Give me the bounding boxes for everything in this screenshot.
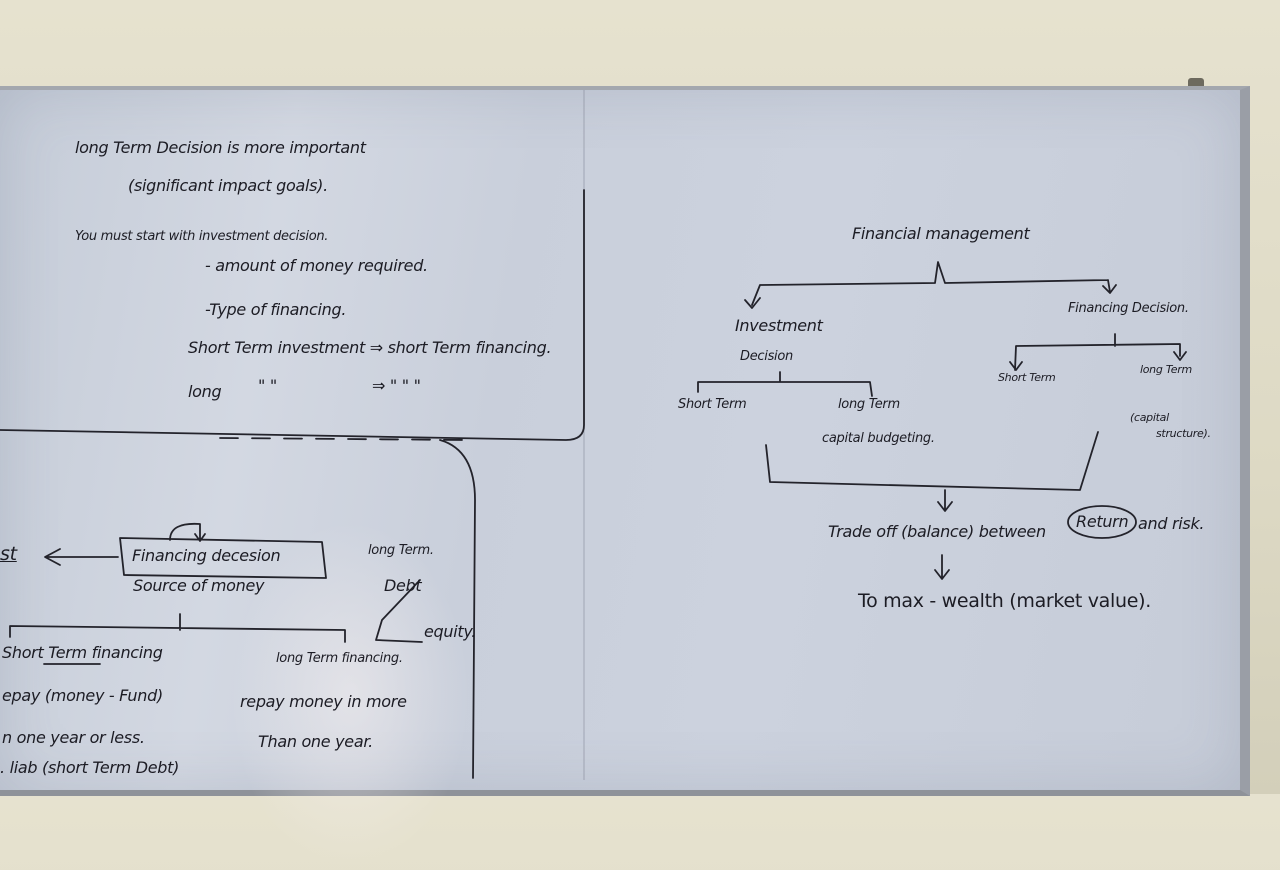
note-bullet-2: -Type of financing.: [205, 300, 347, 319]
fin-short-term: Short Term: [998, 371, 1056, 384]
marker-strokes: [0, 189, 1187, 779]
equity-label: equity.: [424, 622, 477, 641]
root-node: Financial management: [852, 224, 1030, 243]
whiteboard: [0, 86, 1250, 870]
root-brace: [744, 261, 1117, 309]
goal-text: To max - wealth (market value).: [858, 590, 1151, 612]
short-financing-line-3: . liab (short Term Debt): [0, 758, 180, 777]
fin-long-term: long Term: [1140, 363, 1192, 376]
frame-bottom-divider: [439, 439, 476, 779]
note-line-1: long Term Decision is more important: [75, 138, 366, 157]
brace-split: [9, 613, 346, 643]
financing-node: Financing Decision.: [1068, 301, 1189, 316]
financing-decision-label: Financing decesion: [132, 546, 281, 565]
arrow-target-text: st: [0, 543, 17, 565]
tradeoff-text-a: Trade off (balance) between: [828, 522, 1046, 541]
note-line-3: You must start with investment decision.: [75, 229, 329, 244]
tradeoff-text-b: and risk.: [1138, 514, 1205, 533]
long-term-debt-l1: long Term.: [368, 543, 434, 558]
investment-node-l2: Decision: [740, 349, 793, 364]
inv-brace: [697, 371, 873, 397]
short-financing-line-1: epay (money - Fund): [2, 686, 163, 705]
long-term-debt-l2: Debt: [384, 576, 422, 595]
arrow-top-loop: [169, 522, 206, 542]
note-rule-2c: ⇒ " " ": [372, 376, 421, 395]
inv-short-term: Short Term: [678, 397, 747, 412]
arrow-down-1: [937, 489, 953, 512]
long-financing-line-2: Than one year.: [258, 732, 373, 751]
arrow-down-2: [934, 554, 950, 580]
note-rule-1: Short Term investment ⇒ short Term finan…: [188, 338, 552, 357]
board-seam: [583, 90, 585, 780]
note-line-2: (significant impact goals).: [128, 176, 328, 195]
investment-node-l1: Investment: [735, 316, 823, 335]
capital-structure-l2: structure).: [1156, 427, 1211, 440]
fin-brace: [1009, 333, 1187, 371]
inv-long-term: long Term: [838, 397, 900, 412]
short-financing-title: Short Term financing: [2, 643, 163, 662]
capital-structure-l1: (capital: [1130, 411, 1169, 424]
equity-branch: [375, 579, 423, 643]
frame-top-left: [0, 189, 585, 441]
source-of-money: Source of money: [133, 576, 265, 595]
note-bullet-1: - amount of money required.: [205, 256, 428, 275]
capital-budgeting: capital budgeting.: [822, 431, 935, 446]
dashed-divider: [219, 437, 471, 441]
note-rule-2b: " ": [258, 376, 277, 395]
bracket-bottom: [765, 431, 1099, 491]
tradeoff-return: Return: [1076, 512, 1129, 531]
note-rule-2a: long: [188, 382, 222, 401]
short-financing-line-2: n one year or less.: [2, 728, 145, 747]
long-financing-line-1: repay money in more: [240, 692, 407, 711]
long-financing-title: long Term financing.: [276, 651, 403, 666]
return-circle: [1067, 505, 1137, 539]
fd-box: [119, 537, 327, 579]
arrow-left: [44, 548, 119, 566]
